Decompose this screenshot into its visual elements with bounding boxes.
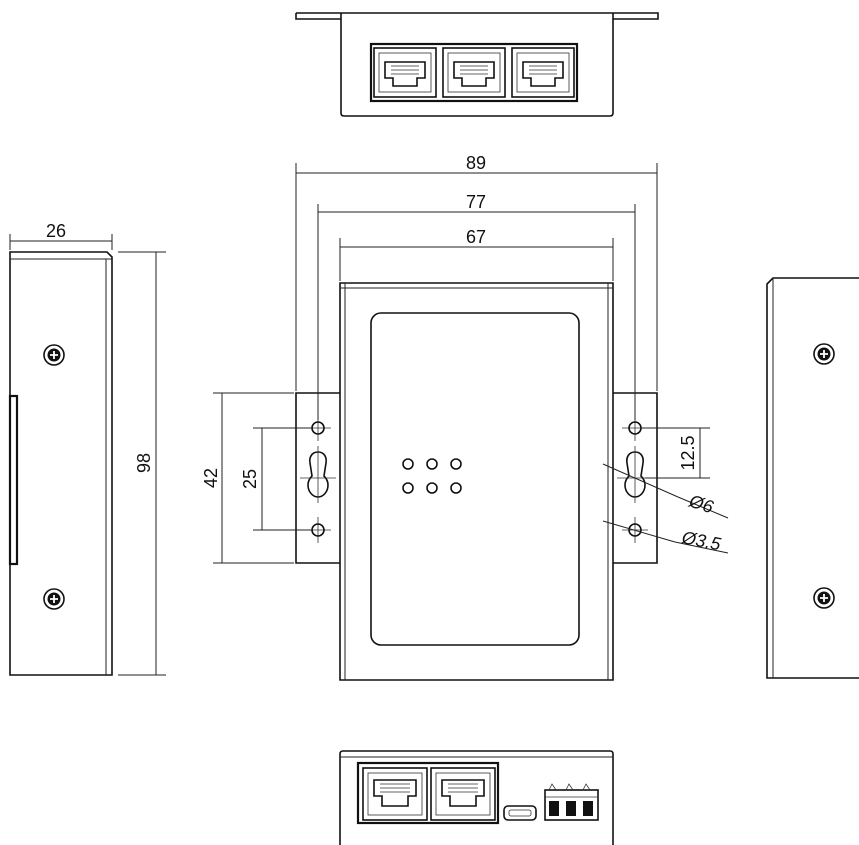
dim-mount-spacing-label: 77 — [466, 192, 486, 212]
led-indicator — [450, 458, 462, 470]
screw-icon — [813, 587, 835, 609]
rj45-port-icon — [511, 47, 575, 98]
top-view-body — [340, 13, 614, 117]
bottom-port-frame — [356, 761, 500, 825]
dim-side-depth: 26 — [9, 221, 113, 250]
leader-hole-diameter-label: Ø3.5 — [679, 527, 723, 554]
right-side-outline — [766, 277, 859, 679]
rj45-port-icon — [430, 767, 496, 821]
dim-body-width-label: 67 — [466, 227, 486, 247]
dim-hole-offset: 12.5 — [642, 427, 710, 479]
screw-icon — [43, 588, 65, 610]
led-indicator — [426, 458, 438, 470]
left-side-slot — [8, 394, 19, 566]
left-side-outline — [9, 251, 113, 676]
mount-hole — [628, 421, 642, 435]
indicator-leds — [402, 458, 462, 494]
led-indicator — [426, 482, 438, 494]
bottom-view-body — [339, 750, 614, 845]
led-indicator — [402, 482, 414, 494]
screw-icon — [43, 344, 65, 366]
screw-icon — [813, 343, 835, 365]
dim-height: 98 — [118, 251, 166, 676]
front-view — [295, 282, 658, 681]
top-port-frame — [369, 42, 579, 103]
dim-mount-spacing: 77 — [317, 192, 636, 420]
rj45-port-icon — [373, 47, 437, 98]
dim-overall-width: 89 — [295, 153, 658, 391]
top-view-flange — [295, 12, 659, 20]
dim-flange-height-label: 42 — [201, 468, 221, 488]
dim-hole-spacing-label: 25 — [240, 469, 260, 489]
dim-height-label: 98 — [134, 453, 154, 473]
bottom-view — [339, 750, 614, 845]
led-indicator — [450, 482, 462, 494]
dim-flange-height: 42 — [201, 392, 294, 564]
top-rj45-ports — [369, 42, 579, 103]
left-mounting-holes — [300, 415, 336, 543]
right-mounting-holes — [617, 415, 653, 543]
leader-hole-diameter: Ø3.5 — [602, 520, 729, 555]
rj45-port-icon — [442, 47, 506, 98]
front-body — [339, 282, 614, 681]
terminal-block-icon — [544, 783, 599, 821]
left-side-view — [8, 251, 113, 676]
leader-slot-diameter: Ø6 — [602, 463, 729, 519]
dim-hole-offset-label: 12.5 — [678, 435, 698, 470]
mount-hole — [311, 523, 325, 537]
dim-side-depth-label: 26 — [46, 221, 66, 241]
top-view — [295, 12, 659, 117]
micro-usb-port-icon — [503, 805, 537, 821]
dim-overall-width-label: 89 — [466, 153, 486, 173]
mount-hole — [628, 523, 642, 537]
rj45-port-icon — [362, 767, 428, 821]
leader-slot-diameter-label: Ø6 — [686, 490, 717, 517]
front-panel-window — [370, 312, 580, 646]
led-indicator — [402, 458, 414, 470]
right-side-view — [766, 277, 859, 679]
dim-body-width: 67 — [339, 227, 614, 281]
mount-hole — [311, 421, 325, 435]
dim-hole-spacing: 25 — [240, 427, 311, 531]
